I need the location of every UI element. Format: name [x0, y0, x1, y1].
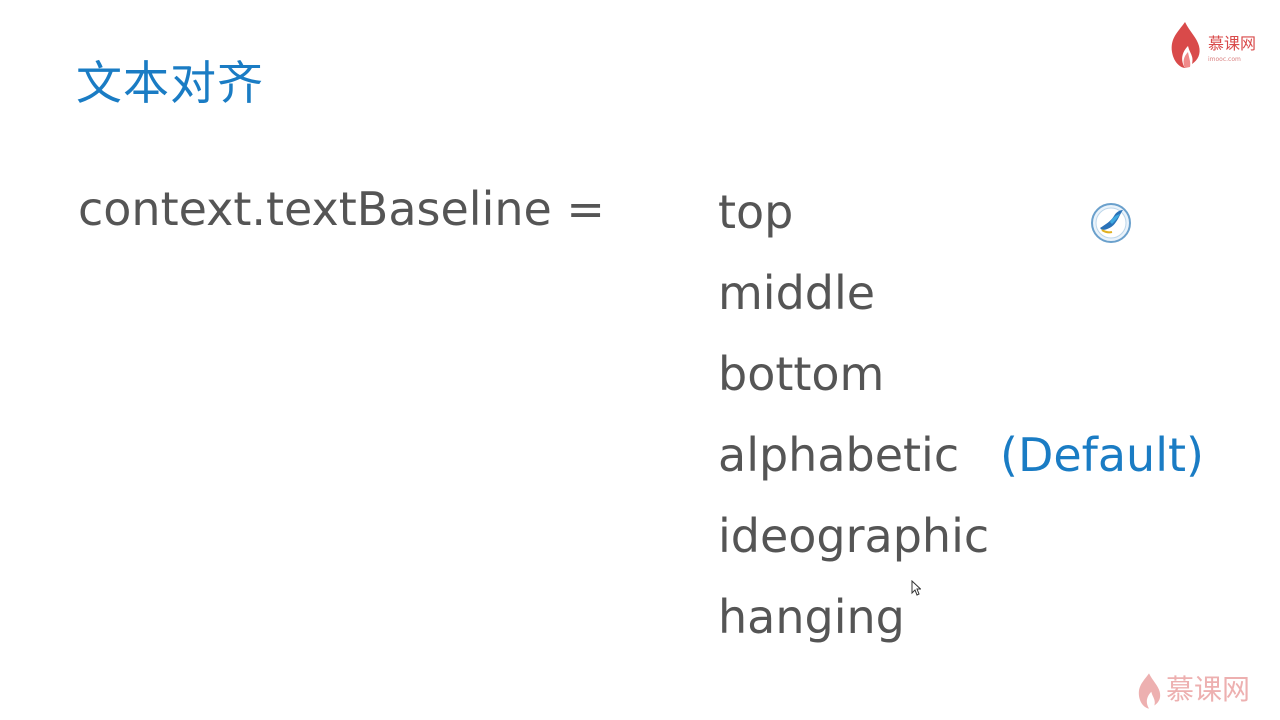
bird-app-icon: [1091, 203, 1131, 243]
option-bottom: bottom: [718, 347, 885, 401]
brand-logo-subtext: imooc.com: [1208, 56, 1241, 63]
slide-title: 文本对齐: [76, 56, 264, 110]
brand-watermark-text: 慕课网: [1166, 673, 1251, 706]
brand-watermark: 慕课网: [1136, 668, 1266, 714]
code-label: context.textBaseline =: [78, 182, 605, 236]
brand-logo-text: 慕课网: [1208, 34, 1257, 53]
option-alphabetic: alphabetic: [718, 428, 960, 482]
option-ideographic: ideographic: [718, 509, 990, 563]
default-tag: (Default): [1000, 428, 1204, 482]
option-middle: middle: [718, 266, 876, 320]
brand-logo: 慕课网 imooc.com: [1166, 20, 1266, 72]
option-hanging: hanging: [718, 590, 905, 644]
option-top: top: [718, 185, 794, 239]
flame-watermark-icon: [1138, 673, 1161, 709]
mouse-cursor-icon: [911, 580, 921, 596]
flame-logo-icon: [1171, 22, 1200, 68]
